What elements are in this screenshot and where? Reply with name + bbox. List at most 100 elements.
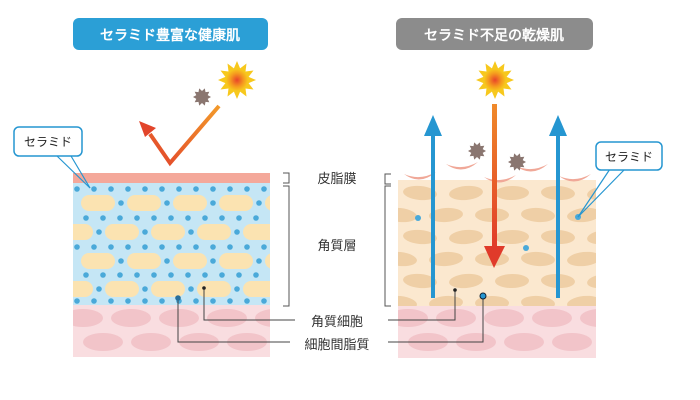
- ceramide-dot: [244, 186, 250, 192]
- dermis-cell: [580, 309, 596, 327]
- ceramide-callout-right: セラミド: [577, 141, 663, 218]
- corneocyte: [567, 295, 596, 306]
- sebum-flake: [404, 172, 436, 180]
- ceramide-dot: [227, 298, 233, 304]
- allergen-icon: [193, 88, 211, 106]
- lipid-marker-left: [175, 295, 181, 301]
- ceramide-dot: [159, 186, 165, 192]
- leader-lines: [177, 288, 484, 343]
- corneocyte: [521, 251, 555, 267]
- corneocyte: [151, 224, 185, 240]
- corneocyte: [495, 273, 529, 289]
- ceramide-dot: [125, 298, 131, 304]
- corneocyte: [243, 281, 270, 297]
- corneocyte: [403, 229, 437, 245]
- dermis-cell: [504, 333, 544, 351]
- ceramide-dot: [244, 298, 250, 304]
- corneocyte: [398, 207, 417, 223]
- corneocyte: [219, 253, 253, 269]
- ceramide-dot: [523, 245, 529, 251]
- ceramide-dot: [219, 215, 225, 221]
- ceramide-dot: [210, 200, 216, 206]
- corneocyte: [197, 281, 231, 297]
- ceramide-dot: [134, 272, 140, 278]
- ceramide-dot: [164, 200, 170, 206]
- ceramide-dot: [188, 229, 194, 235]
- label-corneocyte: 角質細胞: [311, 315, 363, 330]
- ceramide-dot: [117, 215, 123, 221]
- ceramide-dot: [302, 200, 308, 206]
- ceramide-dot: [326, 229, 332, 235]
- corneocyte: [127, 195, 161, 211]
- corneocyte: [587, 229, 596, 245]
- ceramide-dot: [280, 229, 286, 235]
- corneocyte: [127, 253, 161, 269]
- ceramide-dot: [244, 244, 250, 250]
- corneocyte: [151, 281, 185, 297]
- ceramide-dot: [74, 244, 80, 250]
- ceramide-dot: [227, 186, 233, 192]
- ceramide-dot: [185, 215, 191, 221]
- ceramide-dot: [91, 244, 97, 250]
- ceramide-dot: [96, 229, 102, 235]
- dermis-cell: [484, 309, 524, 327]
- ceramide-dot: [326, 286, 332, 292]
- ceramide-dot: [227, 244, 233, 250]
- ceramide-dot: [142, 298, 148, 304]
- dermis-cell: [83, 333, 123, 351]
- dermis-cell: [131, 333, 171, 351]
- ceramide-dot: [118, 258, 124, 264]
- sebum-membrane-left: [73, 173, 270, 183]
- corneocyte: [429, 251, 463, 267]
- sebum-flake: [446, 162, 478, 170]
- ceramide-dot: [159, 244, 165, 250]
- ceramide-dot: [185, 272, 191, 278]
- ceramide-dot: [125, 244, 131, 250]
- ceramide-dot: [96, 286, 102, 292]
- corneocyte: [449, 229, 483, 245]
- ceramide-dot: [280, 286, 286, 292]
- ceramide-dot: [91, 298, 97, 304]
- ceramide-dot: [125, 186, 131, 192]
- corneocyte: [173, 195, 207, 211]
- corneocyte: [495, 185, 529, 201]
- ceramide-dot: [164, 258, 170, 264]
- corneocyte: [429, 295, 463, 306]
- ceramide-dot: [210, 186, 216, 192]
- label-sebum-membrane: 皮脂膜: [317, 172, 356, 187]
- moisture-escape-arrow-right: [549, 115, 567, 298]
- ceramide-dot: [236, 272, 242, 278]
- ceramide-dot: [74, 186, 80, 192]
- star-shape: [468, 142, 486, 160]
- corneocyte: [105, 224, 139, 240]
- ceramide-dot: [210, 258, 216, 264]
- ceramide-dot: [202, 272, 208, 278]
- dermis-cell: [255, 309, 270, 327]
- corneocyte: [587, 185, 596, 201]
- ceramide-dot: [256, 200, 262, 206]
- corneocyte: [243, 224, 270, 240]
- ceramide-dot: [236, 215, 242, 221]
- allergen-icon: [468, 142, 486, 160]
- ceramide-dot: [302, 258, 308, 264]
- ceramide-dot: [151, 272, 157, 278]
- healthy-skin-cross-section: [73, 173, 332, 357]
- corneocyte: [495, 229, 529, 245]
- ceramide-dot: [91, 186, 97, 192]
- allergen-icon: [508, 153, 526, 171]
- healthy-skin-title-text: セラミド豊富な健康肌: [100, 27, 240, 44]
- ceramide-dot: [210, 244, 216, 250]
- corneocyte: [219, 195, 253, 211]
- corneocyte: [521, 295, 555, 306]
- dermis-cell: [73, 309, 103, 327]
- corneocyte: [449, 185, 483, 201]
- sun-core: [484, 69, 506, 91]
- corneocyte: [449, 273, 483, 289]
- ceramide-callout-left-text: セラミド: [24, 135, 72, 149]
- ceramide-dot: [261, 244, 267, 250]
- ceramide-dot: [100, 215, 106, 221]
- corneocyte: [403, 273, 437, 289]
- ceramide-dot: [202, 215, 208, 221]
- sun-icon: [476, 61, 514, 99]
